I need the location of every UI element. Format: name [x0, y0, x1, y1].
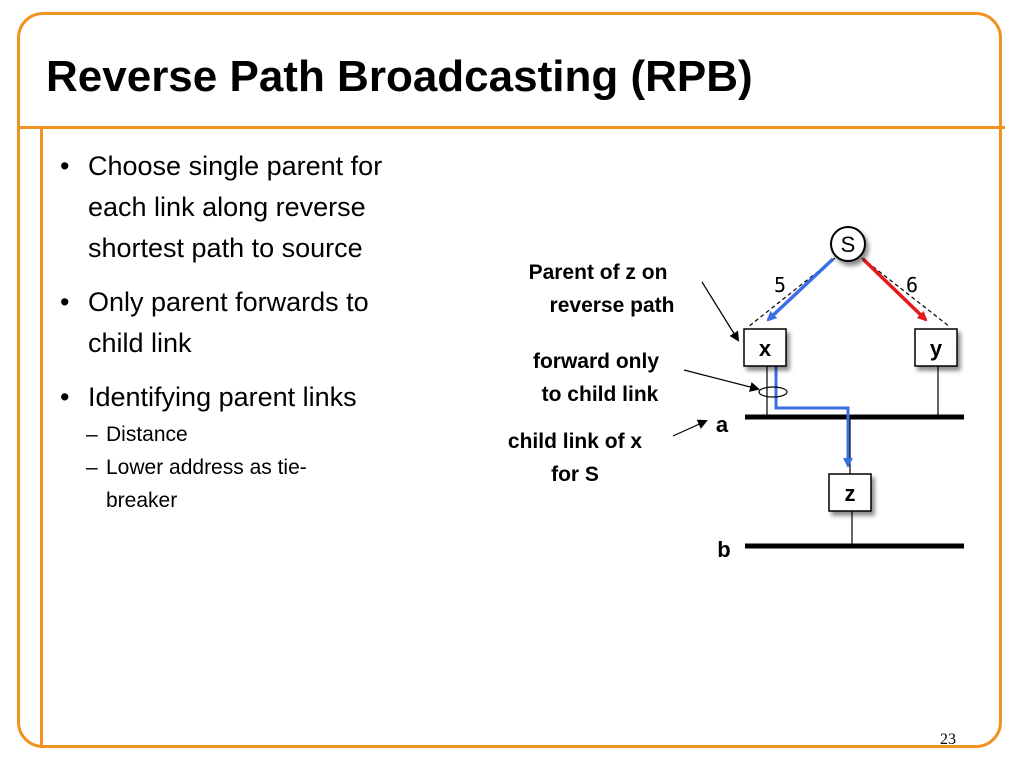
annotation-parent-line-2: reverse path — [550, 294, 675, 317]
link-a-label: a — [716, 412, 729, 437]
annotation-child-line-1: child link of x — [508, 430, 643, 453]
left-margin-rule — [40, 126, 43, 748]
slide-frame — [17, 12, 1002, 748]
router-y-label: y — [930, 336, 943, 361]
bullet-line: Only parent forwards to — [88, 287, 369, 317]
annotation-forward-line-2: to child link — [542, 383, 659, 406]
title-divider — [17, 126, 1005, 129]
bullet-item: • Only parent forwards to child link — [60, 282, 470, 364]
bullet-line: shortest path to source — [88, 233, 363, 263]
bullet-line: Identifying parent links — [88, 382, 357, 412]
dashed-path-s-y — [861, 257, 951, 328]
annotation-forward-line-1: forward only — [533, 350, 659, 373]
sub-bullet-dash: – — [86, 423, 98, 446]
blue-path-s-to-x — [766, 257, 835, 322]
bullet-list: • Choose single parent for each link alo… — [60, 146, 470, 517]
source-node-label: S — [841, 232, 856, 257]
router-x-label: x — [759, 336, 772, 361]
sub-bullet-line: breaker — [106, 489, 178, 512]
bullet-line: Choose single parent for — [88, 151, 383, 181]
link-b-label: b — [717, 537, 730, 562]
bullet-line: child link — [88, 328, 192, 358]
annotation-child-line-2: for S — [551, 463, 599, 486]
bullet-item: • Identifying parent links — [60, 377, 470, 418]
bullet-dot: • — [60, 382, 70, 412]
sub-bullet-dash: – — [86, 456, 98, 479]
annotation-parent-line-1: Parent of z on — [529, 261, 668, 284]
sub-bullet-item: – Lower address as tie- breaker — [60, 451, 470, 517]
bullet-line: each link along reverse — [88, 192, 366, 222]
slide-title: Reverse Path Broadcasting (RPB) — [46, 52, 753, 101]
router-z-label: z — [845, 481, 856, 506]
interface-oval — [758, 386, 788, 398]
bullet-item: • Choose single parent for each link alo… — [60, 146, 470, 269]
dashed-path-s-x — [747, 257, 836, 328]
bullet-dot: • — [60, 287, 70, 317]
source-node-s — [830, 226, 866, 262]
sub-bullet-line: Distance — [106, 423, 188, 446]
edge-cost-s-x: 5 — [774, 273, 786, 297]
sub-bullet-item: – Distance — [60, 418, 470, 451]
sub-bullet-line: Lower address as tie- — [106, 456, 307, 479]
router-x — [743, 328, 787, 367]
bullet-dot: • — [60, 151, 70, 181]
annotation-parent-arrow — [701, 281, 740, 342]
router-y — [914, 328, 958, 367]
edge-cost-s-y: 6 — [906, 273, 918, 297]
router-z — [828, 473, 872, 512]
slide-number: 23 — [940, 731, 956, 748]
annotation-child-arrow — [672, 419, 708, 437]
annotation-forward-arrow — [683, 369, 760, 392]
red-path-s-to-y — [861, 257, 928, 322]
